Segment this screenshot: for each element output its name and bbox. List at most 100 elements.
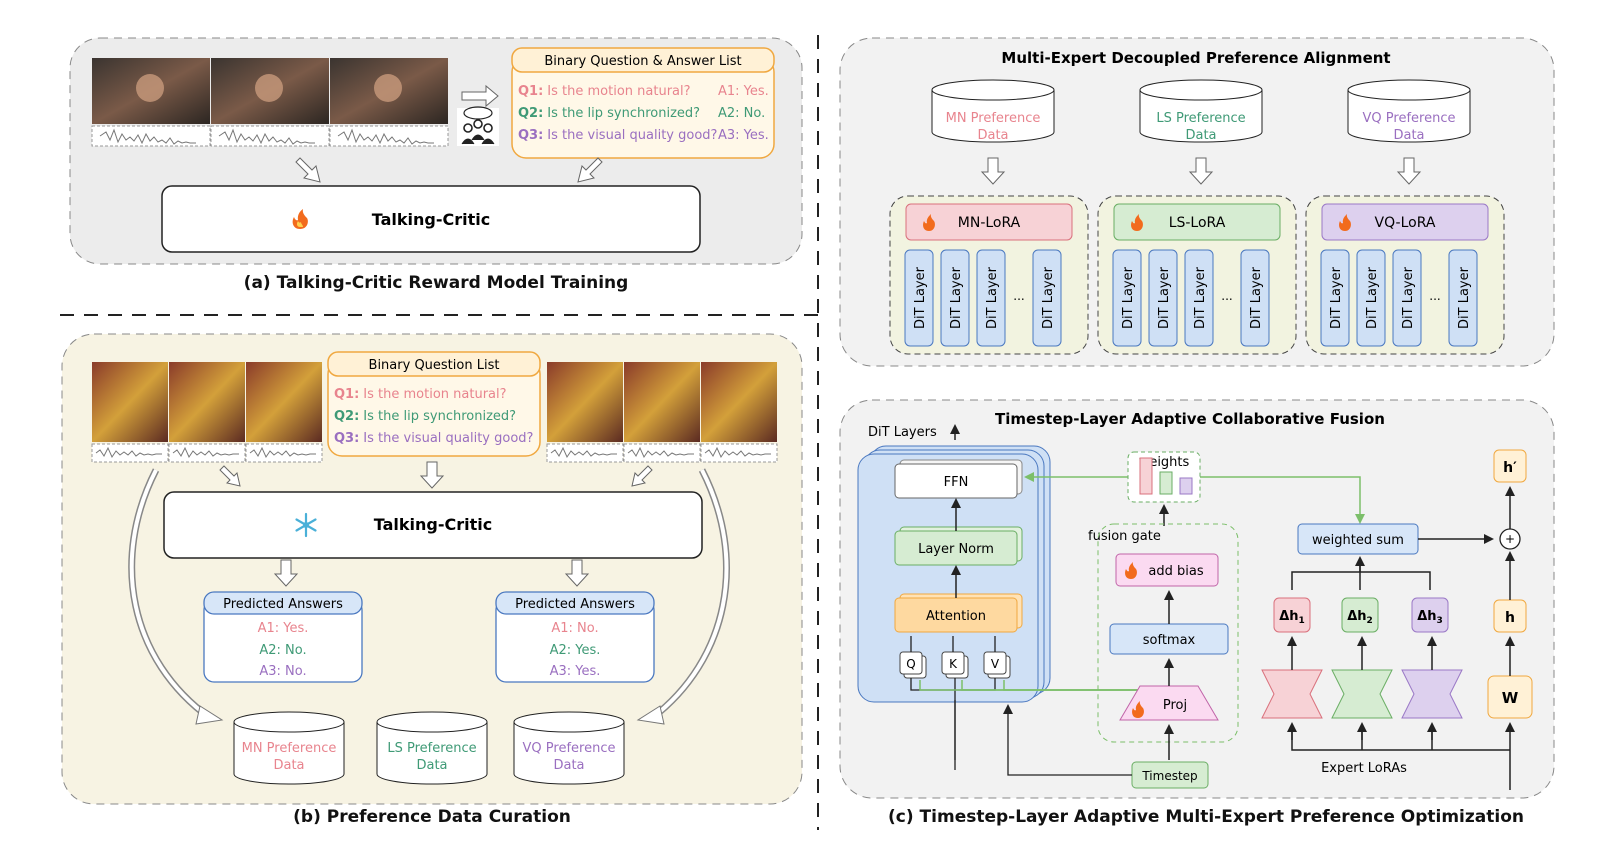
down-right-arrow bbox=[295, 157, 321, 183]
pred-right-a1: A1: No. bbox=[551, 621, 598, 636]
panel-c-top-title: Multi-Expert Decoupled Preference Alignm… bbox=[1001, 49, 1390, 67]
svg-text:Q3:Is the visual quality good?: Q3:Is the visual quality good? bbox=[334, 431, 533, 446]
panel-c-bottom-title: Timestep-Layer Adaptive Collaborative Fu… bbox=[995, 410, 1385, 428]
dit-layer-label: DiT Layer bbox=[1157, 266, 1172, 329]
flame-icon bbox=[292, 209, 308, 229]
a2-text: A2: No. bbox=[718, 106, 765, 121]
svg-text:Δh2: Δh2 bbox=[1347, 609, 1373, 626]
delta-h2-box bbox=[1341, 597, 1379, 633]
flame-icon bbox=[1339, 214, 1351, 231]
svg-text:Δh1: Δh1 bbox=[1279, 609, 1305, 626]
db-ls-b: LS Preference Data bbox=[376, 711, 488, 785]
panel-c-top: Multi-Expert Decoupled Preference Alignm… bbox=[839, 37, 1555, 367]
down-left-arrow bbox=[577, 157, 603, 183]
flame-icon bbox=[1125, 562, 1137, 579]
qa-list-title: Binary Question & Answer List bbox=[544, 54, 741, 69]
h-prime-label: h′ bbox=[1503, 460, 1517, 476]
mn-lora-box bbox=[905, 203, 1073, 241]
weight-bar-mn bbox=[1139, 457, 1153, 495]
delta-h2-label: Δh bbox=[1347, 609, 1366, 624]
question-list-title: Binary Question List bbox=[369, 358, 500, 373]
pred-left-a3: A3: No. bbox=[259, 664, 306, 679]
b-q2-tag: Q2: bbox=[334, 409, 359, 424]
db-vq-line2: Data bbox=[553, 758, 584, 773]
video-frames-a bbox=[91, 58, 449, 147]
ellipsis: ... bbox=[1221, 289, 1232, 303]
dit-layer-label: DiT Layer bbox=[913, 266, 928, 329]
expert-mn: MN Preference Data MN-LoRA DiT Layer DiT… bbox=[889, 79, 1089, 355]
dit-layer-label: DiT Layer bbox=[1365, 266, 1380, 329]
right-hollow-arrow bbox=[461, 84, 499, 108]
q1-tag: Q1: bbox=[518, 84, 543, 99]
b-q1-tag: Q1: bbox=[334, 387, 359, 402]
pred-left-a2: A2: No. bbox=[259, 643, 306, 658]
caption-b: (b) Preference Data Curation bbox=[293, 807, 571, 827]
svg-text:Q1:Is the motion natural?: Q1:Is the motion natural? bbox=[334, 387, 507, 402]
fusion-gate-label: fusion gate bbox=[1088, 529, 1161, 544]
svg-text:Q1:Is the motion natural?: Q1:Is the motion natural? bbox=[518, 84, 691, 99]
lora-ls-hourglass bbox=[1331, 669, 1393, 719]
q2-tag: Q2: bbox=[518, 106, 543, 121]
ellipsis: ... bbox=[1429, 289, 1440, 303]
lora-mn-hourglass bbox=[1261, 669, 1323, 719]
dit-layer-label: DiT Layer bbox=[985, 266, 1000, 329]
dit-layer-label: DiT Layer bbox=[1329, 266, 1344, 329]
weight-bar-vq bbox=[1179, 477, 1193, 495]
w-label: W bbox=[1502, 689, 1519, 707]
plus-label: + bbox=[1505, 532, 1515, 546]
talking-critic-frozen-label: Talking-Critic bbox=[374, 515, 492, 534]
svg-text:Δh3: Δh3 bbox=[1417, 609, 1443, 626]
audio-waveform bbox=[329, 125, 449, 147]
question-list-header bbox=[327, 351, 541, 377]
annotators-icon bbox=[457, 106, 499, 146]
dit-layers-label: DiT Layers bbox=[868, 425, 937, 440]
v-label: V bbox=[991, 657, 1000, 671]
db-vq-b: VQ Preference Data bbox=[513, 711, 625, 785]
talking-critic-frozen-box bbox=[163, 491, 703, 559]
attention-label: Attention bbox=[926, 609, 986, 624]
audio-waveform bbox=[210, 125, 330, 147]
a3-text: A3: Yes. bbox=[718, 128, 769, 143]
vq-lora-box bbox=[1321, 203, 1489, 241]
qa-list-header bbox=[511, 47, 775, 73]
flame-icon bbox=[923, 214, 935, 231]
expert-ls: LS Preference Data LS-LoRA DiT Layer DiT… bbox=[1097, 79, 1297, 355]
delta-h2-sub: 2 bbox=[1367, 616, 1373, 626]
delta-h3-sub: 3 bbox=[1437, 616, 1443, 626]
vq-lora-label: VQ-LoRA bbox=[1375, 215, 1436, 231]
a1-text: A1: Yes. bbox=[718, 84, 769, 99]
top-db-mn-line1: MN Preference bbox=[946, 111, 1041, 126]
ls-lora-box bbox=[1113, 203, 1281, 241]
db-vq-line1: VQ Preference bbox=[523, 741, 616, 756]
ffn-label: FFN bbox=[944, 475, 969, 490]
weight-bar-ls bbox=[1159, 471, 1173, 495]
q3-tag: Q3: bbox=[518, 128, 543, 143]
flame-icon bbox=[1131, 214, 1143, 231]
top-db-vq-line2: Data bbox=[1393, 128, 1424, 143]
add-bias-label: add bias bbox=[1148, 564, 1203, 579]
dit-layer-label: DiT Layer bbox=[949, 266, 964, 329]
svg-text:Q2:Is the lip synchronized?: Q2: Is the lip synchronized? bbox=[518, 106, 700, 121]
top-db-mn-line2: Data bbox=[977, 128, 1008, 143]
delta-h3-box bbox=[1411, 597, 1449, 633]
delta-h1-sub: 1 bbox=[1299, 616, 1305, 626]
q2-text: Is the lip synchronized? bbox=[547, 106, 700, 121]
caption-c: (c) Timestep-Layer Adaptive Multi-Expert… bbox=[888, 807, 1524, 827]
pred-left-a1: A1: Yes. bbox=[258, 621, 309, 636]
db-mn-b: MN Preference Data bbox=[233, 711, 345, 785]
dit-block bbox=[857, 453, 1039, 703]
fusion-gate-box bbox=[1097, 523, 1239, 743]
k-label: K bbox=[949, 657, 958, 671]
weighted-sum-label: weighted sum bbox=[1312, 533, 1404, 548]
lora-vq-hourglass bbox=[1401, 669, 1463, 719]
top-db-vq-line1: VQ Preference bbox=[1363, 111, 1456, 126]
dit-layer-label: DiT Layer bbox=[1041, 266, 1056, 329]
ellipsis: ... bbox=[1013, 289, 1024, 303]
h-prime-box bbox=[1493, 449, 1527, 483]
layer-norm-label: Layer Norm bbox=[918, 542, 994, 557]
snowflake-icon bbox=[295, 512, 317, 538]
delta-h3-label: Δh bbox=[1417, 609, 1436, 624]
dit-layer-label: DiT Layer bbox=[1193, 266, 1208, 329]
pred-right-a3: A3: Yes. bbox=[550, 664, 601, 679]
